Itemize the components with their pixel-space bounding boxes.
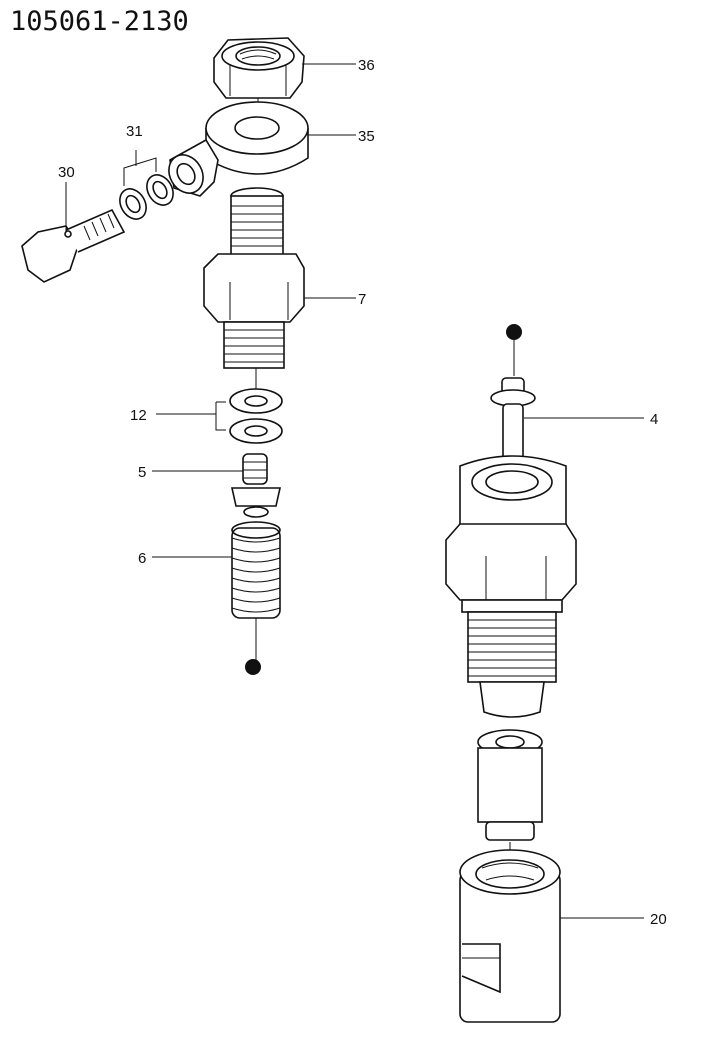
reference-dot bbox=[506, 324, 522, 340]
callout-36: 36 bbox=[358, 57, 375, 74]
spring-6 bbox=[231, 521, 281, 619]
push-rod-4 bbox=[490, 377, 536, 463]
part-number-title: 105061-2130 bbox=[10, 6, 189, 37]
connector-body-7 bbox=[203, 187, 305, 369]
callout-20: 20 bbox=[650, 911, 667, 928]
reference-dot bbox=[245, 659, 261, 675]
washers-12 bbox=[215, 388, 283, 444]
banjo-fitting-35 bbox=[168, 101, 309, 197]
callout-30: 30 bbox=[58, 164, 75, 181]
nozzle-tip bbox=[477, 729, 543, 841]
callout-5: 5 bbox=[138, 464, 146, 481]
nozzle-holder-body bbox=[445, 455, 577, 718]
hex-nut-36 bbox=[213, 37, 305, 99]
callout-4: 4 bbox=[650, 411, 658, 428]
callout-35: 35 bbox=[358, 128, 375, 145]
callout-6: 6 bbox=[138, 550, 146, 567]
gasket-set-31 bbox=[119, 157, 174, 220]
callout-31: 31 bbox=[126, 123, 143, 140]
delivery-valve-5 bbox=[231, 453, 281, 518]
callout-12: 12 bbox=[130, 407, 147, 424]
banjo-bolt-30 bbox=[21, 208, 126, 283]
callout-7: 7 bbox=[358, 291, 366, 308]
retaining-nut-20 bbox=[459, 849, 561, 1023]
